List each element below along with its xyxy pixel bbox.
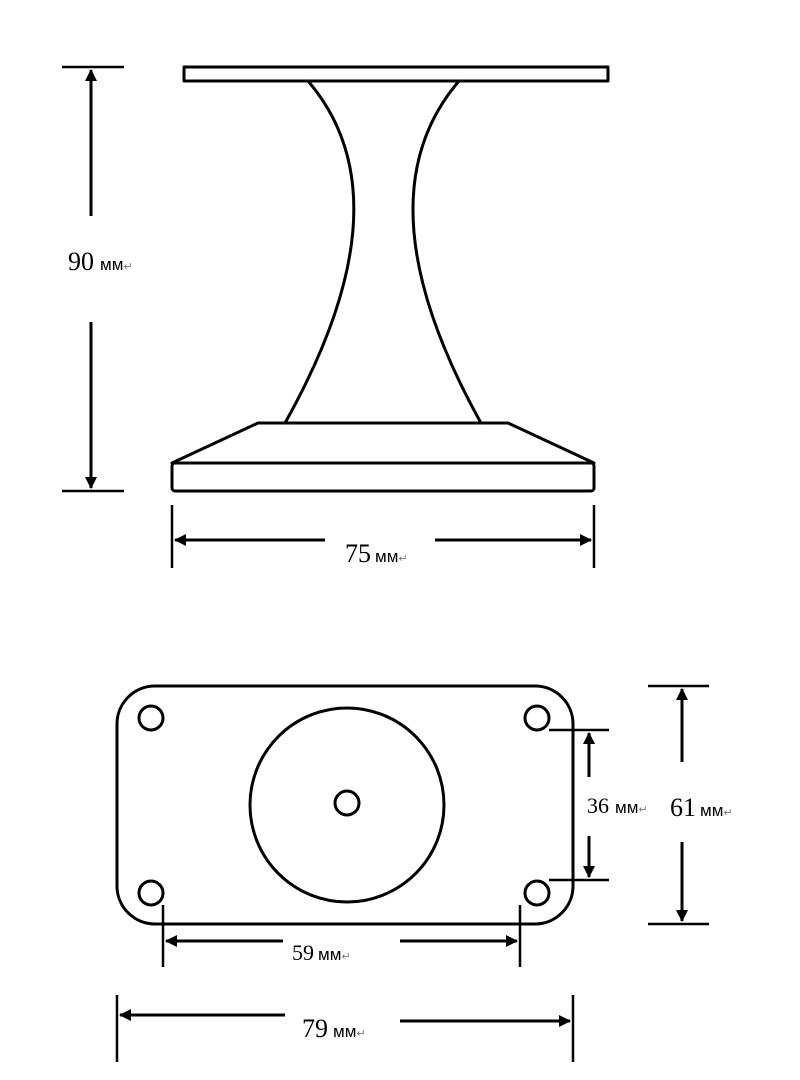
screw-hole-top-right (523, 704, 551, 732)
center-hole (333, 789, 361, 817)
leg-right-curve (411, 79, 483, 425)
screw-hole-bottom-left (137, 879, 165, 907)
screw-hole-bottom-right (523, 879, 551, 907)
base-plate (170, 461, 596, 493)
center-disc (248, 706, 446, 904)
top-view (115, 684, 575, 926)
mounting-plate-outline (115, 684, 575, 926)
leg-left-curve (283, 79, 356, 425)
top-plate (182, 65, 610, 83)
base-bevel (170, 421, 596, 465)
screw-hole-top-left (137, 704, 165, 732)
side-view (170, 65, 610, 493)
